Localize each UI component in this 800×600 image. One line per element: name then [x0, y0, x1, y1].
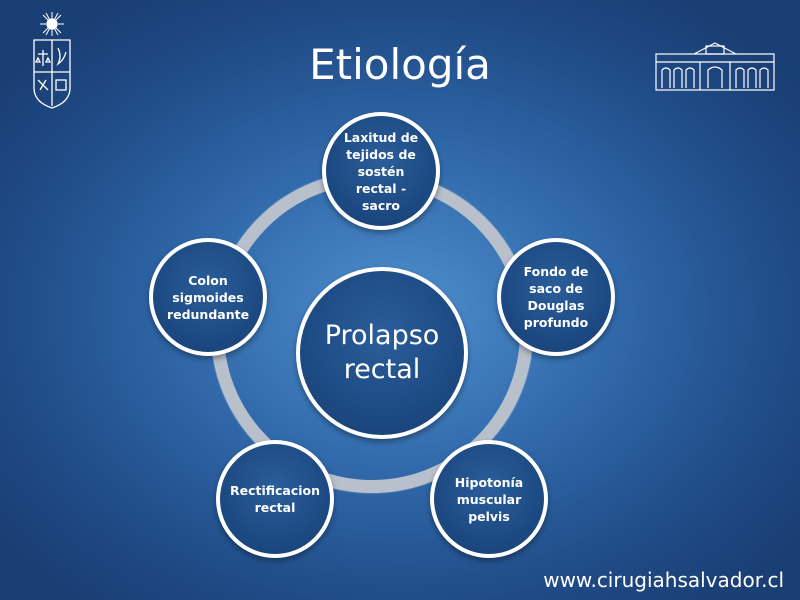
node-label: Rectificacion rectal [229, 483, 321, 515]
center-label: Prolapso rectal [324, 320, 440, 385]
node-label: Laxitud de tejidos de sostén rectal - sa… [343, 129, 419, 213]
node-laxitud: Laxitud de tejidos de sostén rectal - sa… [322, 112, 440, 230]
hospital-building-icon [655, 42, 775, 91]
node-hipotonia: Hipotonía muscular pelvis [430, 440, 548, 558]
node-colon-sigmoides: Colon sigmoides redundante [149, 238, 267, 356]
node-fondo-de-saco: Fondo de saco de Douglas profundo [497, 238, 615, 356]
center-node: Prolapso rectal [296, 267, 468, 439]
slide-title: Etiología [309, 40, 491, 89]
footer-url: www.cirugiahsalvador.cl [543, 568, 784, 592]
university-seal-icon [33, 12, 71, 109]
node-label: Hipotonía muscular pelvis [454, 474, 524, 524]
node-label: Fondo de saco de Douglas profundo [523, 264, 589, 330]
node-rectificacion: Rectificacion rectal [216, 440, 334, 558]
node-label: Colon sigmoides redundante [166, 272, 250, 322]
